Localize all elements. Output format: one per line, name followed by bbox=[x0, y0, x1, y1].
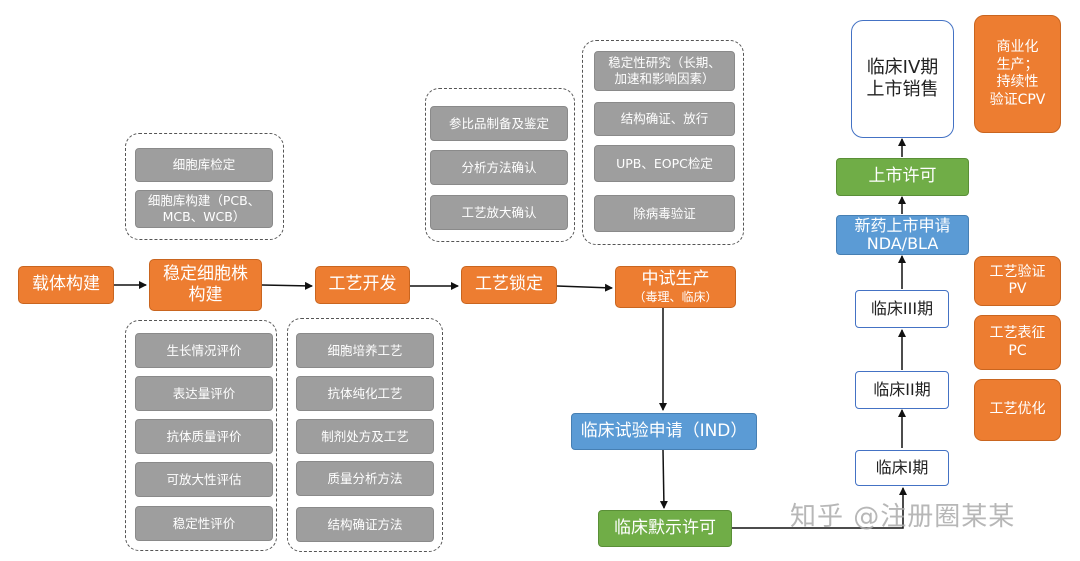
process-characterization-box: 工艺表征 PC bbox=[974, 315, 1061, 370]
market-approval-step: 上市许可 bbox=[836, 158, 969, 196]
process-item: 抗体纯化工艺 bbox=[296, 376, 434, 411]
process-validation-box: 工艺验证 PV bbox=[974, 256, 1061, 306]
cell-bank-item: 细胞库检定 bbox=[135, 148, 273, 182]
pilot-task-item: 结构确证、放行 bbox=[594, 102, 735, 136]
pilot-task-item: UPB、EOPC检定 bbox=[594, 145, 735, 182]
pilot-production-step: 中试生产 （毒理、临床） bbox=[615, 266, 736, 308]
process-item: 质量分析方法 bbox=[296, 461, 434, 496]
pilot-task-item: 除病毒验证 bbox=[594, 195, 735, 232]
evaluation-item: 生长情况评价 bbox=[135, 333, 273, 368]
lock-task-item: 参比品制备及鉴定 bbox=[430, 106, 568, 141]
pilot-task-item: 稳定性研究（长期、 加速和影响因素） bbox=[594, 51, 735, 91]
evaluation-item: 稳定性评价 bbox=[135, 506, 273, 541]
group-evaluation bbox=[125, 320, 277, 551]
pilot-production-title: 中试生产 bbox=[641, 268, 710, 289]
ind-application-step: 临床试验申请（IND） bbox=[571, 413, 757, 450]
phase4-step: 临床IV期 上市销售 bbox=[851, 20, 954, 138]
lock-task-item: 工艺放大确认 bbox=[430, 195, 568, 230]
stable-cell-line-step: 稳定细胞株 构建 bbox=[149, 259, 262, 311]
commercial-production-box: 商业化 生产； 持续性 验证CPV bbox=[974, 15, 1061, 133]
lock-task-item: 分析方法确认 bbox=[430, 150, 568, 185]
phase1-step: 临床I期 bbox=[855, 450, 949, 486]
group-process bbox=[287, 318, 443, 552]
evaluation-item: 抗体质量评价 bbox=[135, 419, 273, 454]
process-optimization-box: 工艺优化 bbox=[974, 379, 1061, 441]
process-item: 结构确证方法 bbox=[296, 507, 434, 542]
process-item: 细胞培养工艺 bbox=[296, 333, 434, 368]
vector-construction-step: 载体构建 bbox=[18, 266, 114, 304]
group-cell-bank bbox=[125, 133, 284, 240]
arrow-cellline-to-process bbox=[261, 281, 313, 290]
phase3-step: 临床III期 bbox=[855, 290, 949, 328]
watermark-text: 知乎 @注册圈某某 bbox=[790, 502, 1016, 532]
process-item: 制剂处方及工艺 bbox=[296, 419, 434, 454]
arrow-ind-to-permission bbox=[659, 449, 668, 509]
pilot-production-subtitle: （毒理、临床） bbox=[633, 290, 718, 305]
process-development-step: 工艺开发 bbox=[315, 266, 410, 304]
evaluation-item: 可放大性评估 bbox=[135, 462, 273, 497]
arrow-permission-to-phase1 bbox=[732, 487, 907, 529]
phase2-step: 临床II期 bbox=[855, 371, 949, 409]
cell-bank-item: 细胞库构建（PCB、 MCB、WCB） bbox=[135, 190, 273, 228]
group-lock-tasks bbox=[425, 88, 575, 242]
implied-permission-step: 临床默示许可 bbox=[598, 510, 732, 547]
nda-bla-step: 新药上市申请 NDA/BLA bbox=[836, 215, 969, 255]
group-pilot-tasks bbox=[582, 40, 744, 245]
evaluation-item: 表达量评价 bbox=[135, 376, 273, 411]
arrow-lock-to-pilot bbox=[556, 283, 613, 292]
process-lock-step: 工艺锁定 bbox=[461, 266, 557, 304]
